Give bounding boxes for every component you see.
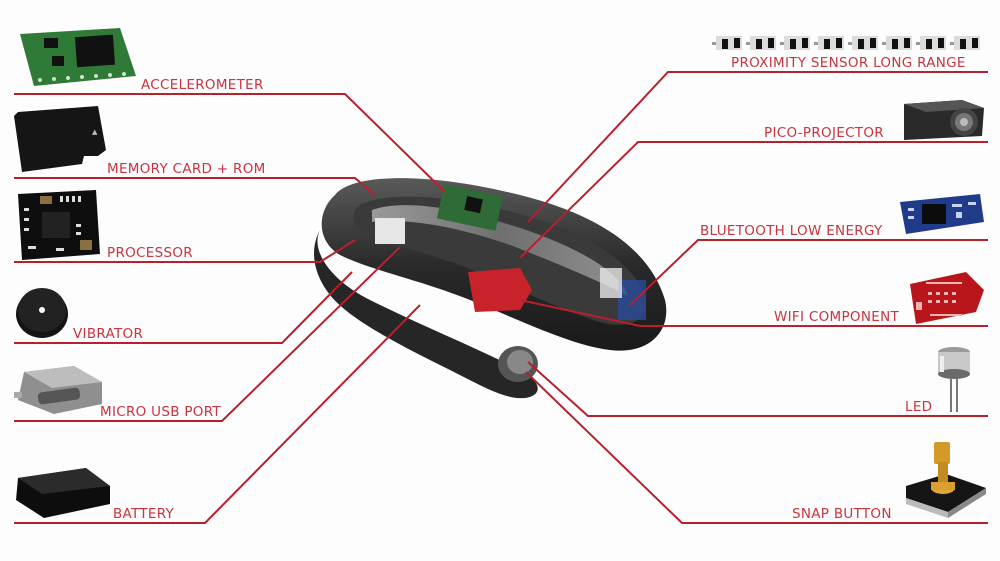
label-processor: PROCESSOR xyxy=(107,245,193,261)
vibrator-icon xyxy=(16,288,68,338)
led-icon xyxy=(938,347,970,412)
processor-icon xyxy=(18,190,100,260)
line-micro-usb xyxy=(14,246,401,422)
battery-icon xyxy=(16,468,110,518)
label-accelerometer: ACCELEROMETER xyxy=(141,77,264,93)
line-accelerometer xyxy=(14,93,446,193)
label-micro-usb-port: MICRO USB PORT xyxy=(100,404,221,420)
line-battery xyxy=(14,304,421,524)
pico-projector-icon xyxy=(904,100,984,140)
label-pico-projector: PICO-PROJECTOR xyxy=(764,125,884,141)
line-memory-card xyxy=(14,177,376,196)
line-wifi xyxy=(519,299,988,327)
line-vibrator xyxy=(14,271,353,344)
label-proximity-sensor: PROXIMITY SENSOR LONG RANGE xyxy=(731,55,966,71)
line-led xyxy=(527,361,988,417)
proximity-sensor-icon xyxy=(712,36,980,50)
line-proximity xyxy=(527,71,988,223)
micro-usb-port-icon xyxy=(14,366,102,414)
label-vibrator: VIBRATOR xyxy=(73,326,144,342)
bluetooth-module-icon xyxy=(900,194,984,234)
line-snap-button xyxy=(525,371,988,524)
label-wifi: WIFI COMPONENT xyxy=(774,309,900,325)
wristband xyxy=(314,178,667,399)
svg-text:▲: ▲ xyxy=(92,128,98,136)
label-memory-card: MEMORY CARD + ROM xyxy=(107,161,266,177)
memory-card-icon: ▲ xyxy=(14,106,106,172)
label-snap-button: SNAP BUTTON xyxy=(792,506,892,522)
line-processor xyxy=(14,239,356,263)
line-bluetooth xyxy=(629,239,988,306)
label-bluetooth: BLUETOOTH LOW ENERGY xyxy=(700,223,883,239)
line-pico-projector xyxy=(519,141,988,259)
snap-button-icon xyxy=(906,442,986,518)
label-battery: BATTERY xyxy=(113,506,175,522)
label-led: LED xyxy=(905,399,933,415)
wifi-module-icon xyxy=(910,272,984,324)
accelerometer-icon xyxy=(20,28,136,86)
